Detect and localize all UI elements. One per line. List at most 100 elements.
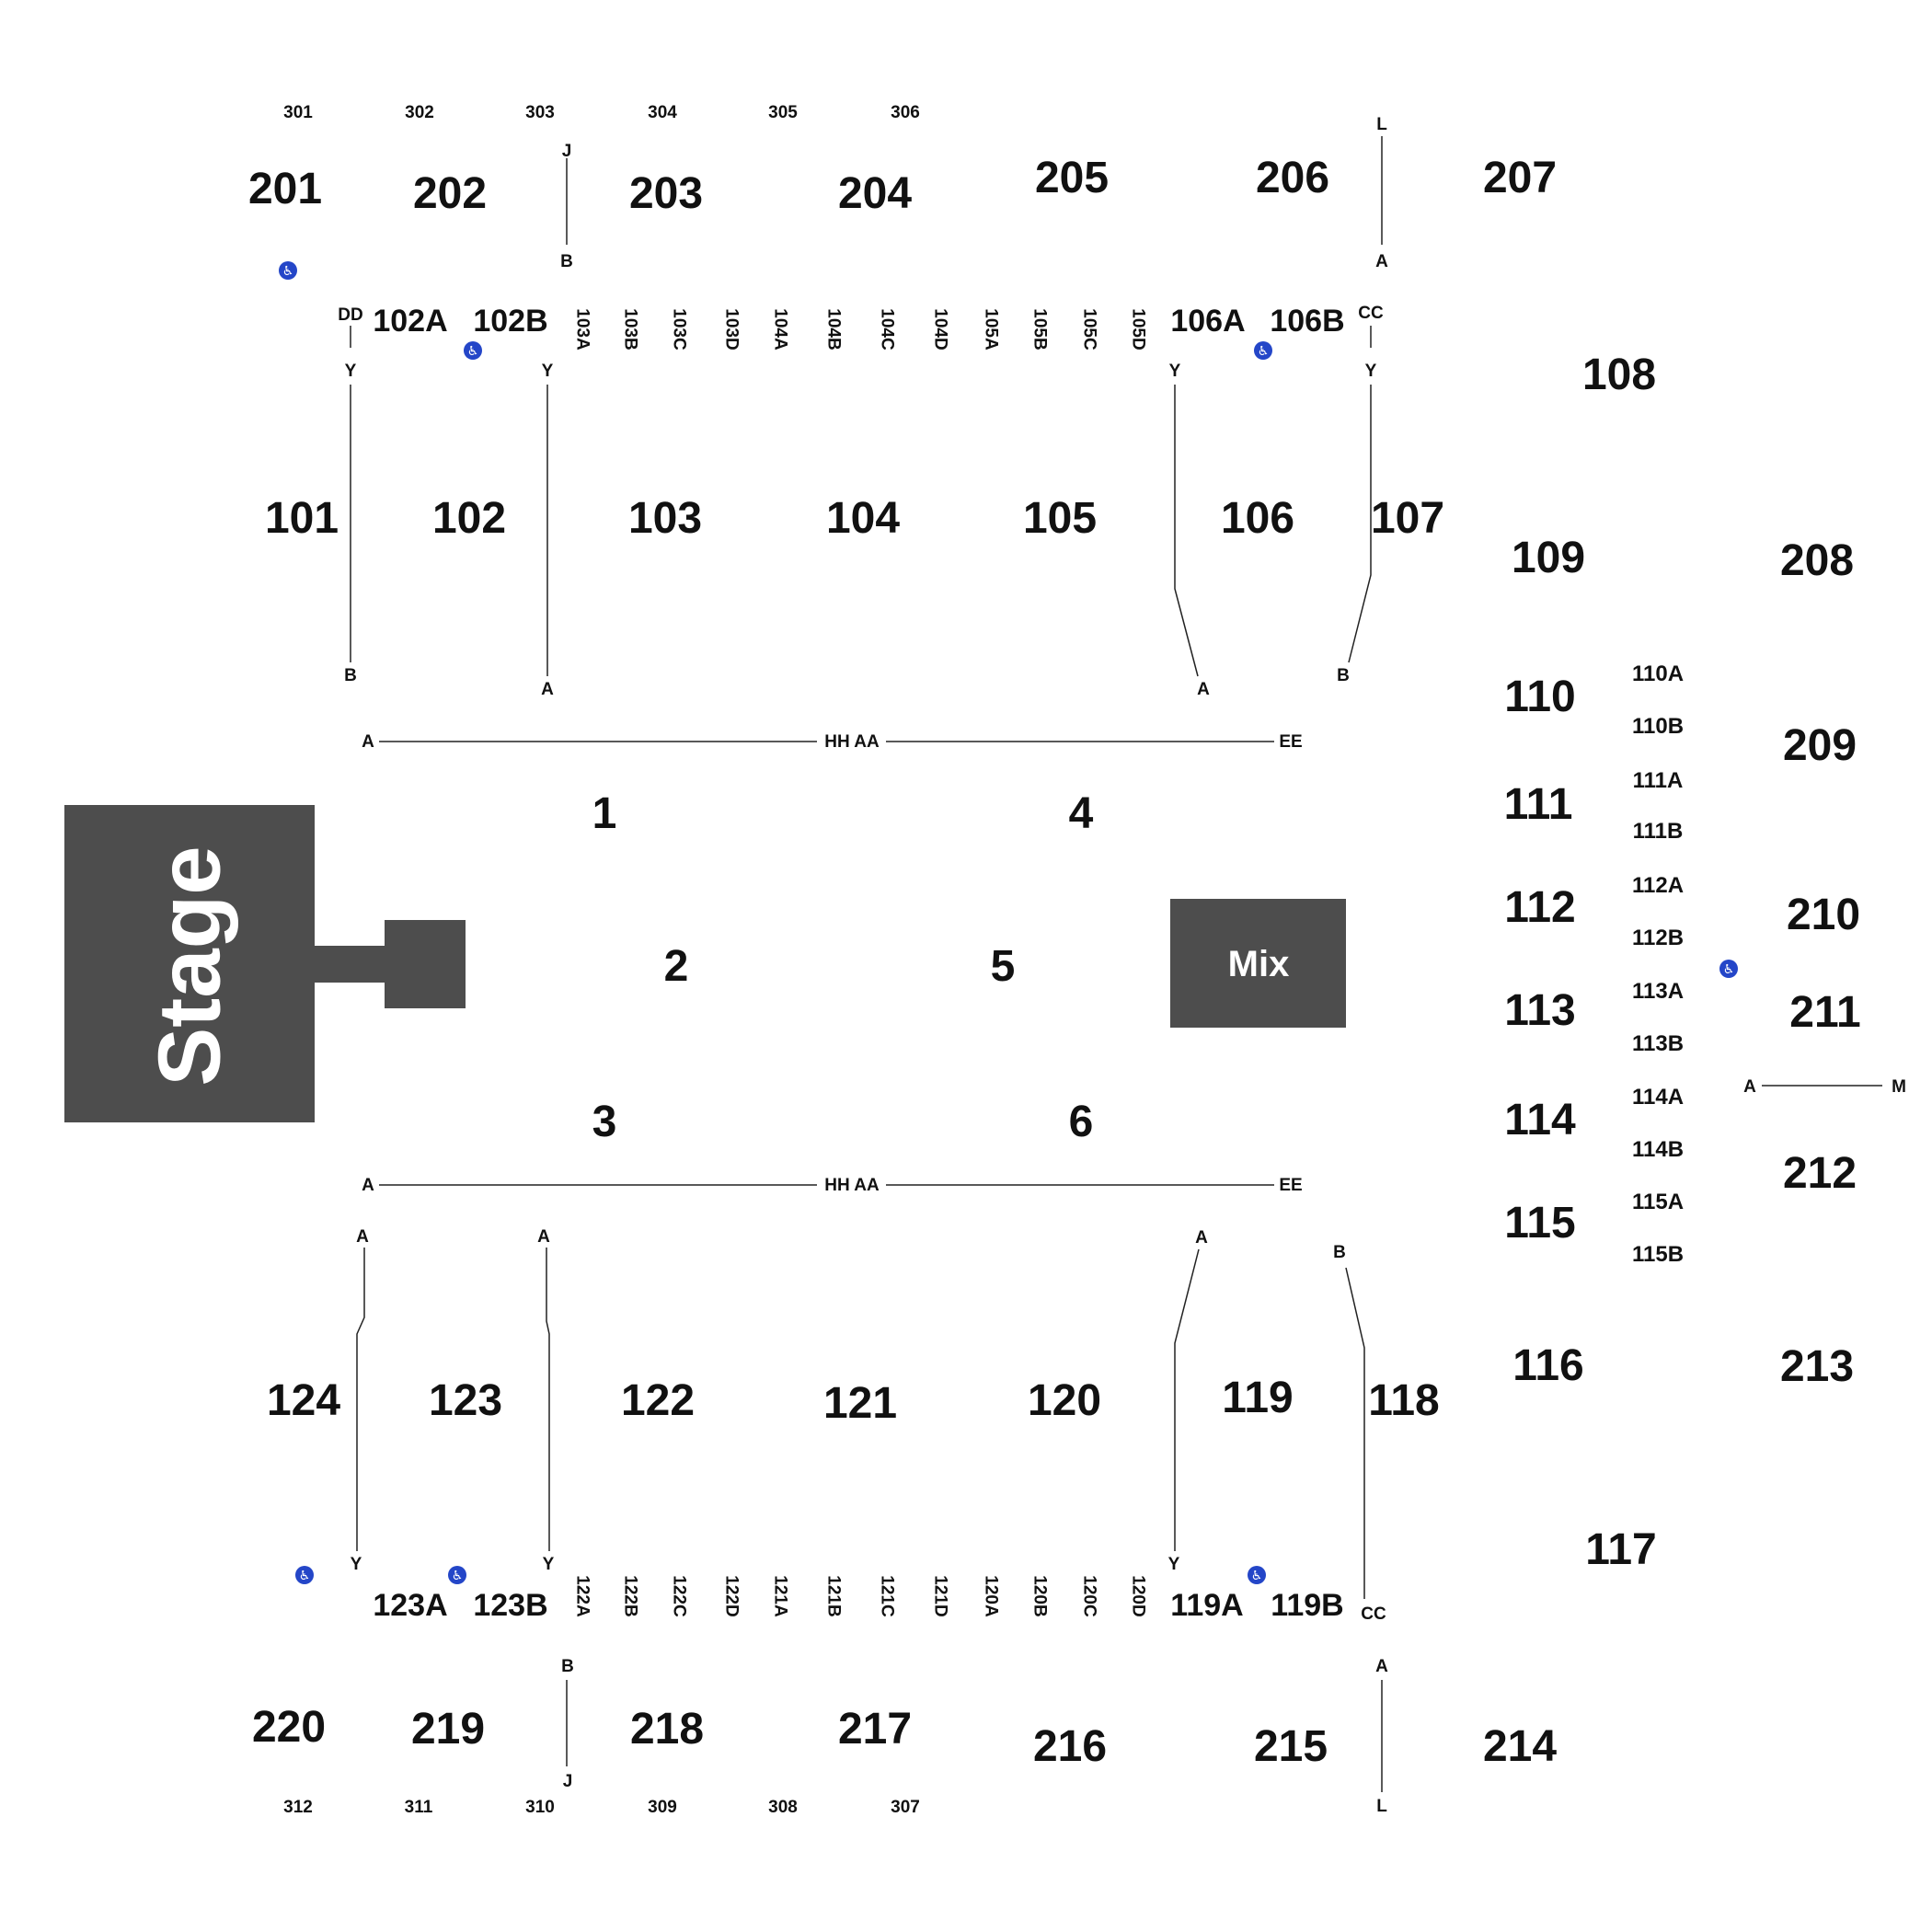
section-203[interactable]: 203 — [629, 169, 703, 218]
section-104c[interactable]: 104C — [878, 308, 897, 351]
section-122c[interactable]: 122C — [670, 1575, 689, 1617]
section-110[interactable]: 110 — [1504, 673, 1575, 721]
section-113a[interactable]: 113A — [1632, 979, 1684, 1004]
section-112a[interactable]: 112A — [1632, 873, 1684, 898]
section-115a[interactable]: 115A — [1632, 1190, 1684, 1214]
section-124[interactable]: 124 — [267, 1376, 340, 1425]
section-102[interactable]: 102 — [432, 494, 506, 543]
section-208[interactable]: 208 — [1780, 536, 1854, 585]
section-207[interactable]: 207 — [1483, 154, 1557, 202]
section-113b[interactable]: 113B — [1632, 1031, 1684, 1056]
section-112[interactable]: 112 — [1504, 883, 1575, 932]
section-121c[interactable]: 121C — [878, 1575, 897, 1617]
section-217[interactable]: 217 — [838, 1705, 912, 1754]
section-105[interactable]: 105 — [1023, 494, 1097, 543]
section-120[interactable]: 120 — [1028, 1376, 1101, 1425]
section-219[interactable]: 219 — [411, 1705, 485, 1754]
section-202[interactable]: 202 — [413, 169, 487, 218]
section-305[interactable]: 305 — [768, 103, 798, 122]
section-123a[interactable]: 123A — [373, 1588, 447, 1623]
section-106b[interactable]: 106B — [1270, 304, 1344, 339]
floor-section-3[interactable]: 3 — [592, 1098, 617, 1146]
section-120a[interactable]: 120A — [982, 1575, 1001, 1617]
section-214[interactable]: 214 — [1483, 1722, 1557, 1771]
section-104d[interactable]: 104D — [931, 308, 950, 350]
section-120d[interactable]: 120D — [1129, 1575, 1148, 1616]
section-308[interactable]: 308 — [768, 1798, 798, 1817]
section-206[interactable]: 206 — [1256, 154, 1329, 202]
section-311[interactable]: 311 — [405, 1798, 433, 1817]
section-120c[interactable]: 120C — [1080, 1575, 1099, 1617]
section-113[interactable]: 113 — [1504, 986, 1575, 1035]
section-209[interactable]: 209 — [1783, 721, 1857, 770]
section-114[interactable]: 114 — [1504, 1096, 1576, 1144]
section-105d[interactable]: 105D — [1129, 308, 1148, 350]
section-302[interactable]: 302 — [405, 103, 434, 122]
section-204[interactable]: 204 — [838, 169, 912, 218]
section-110a[interactable]: 110A — [1632, 661, 1684, 686]
section-105a[interactable]: 105A — [982, 308, 1001, 351]
section-304[interactable]: 304 — [648, 103, 677, 122]
section-205[interactable]: 205 — [1035, 154, 1109, 202]
floor-section-1[interactable]: 1 — [592, 789, 617, 838]
section-309[interactable]: 309 — [648, 1798, 677, 1817]
section-119a[interactable]: 119A — [1170, 1588, 1243, 1623]
section-119b[interactable]: 119B — [1271, 1588, 1343, 1623]
floor-section-4[interactable]: 4 — [1069, 789, 1094, 838]
section-303[interactable]: 303 — [525, 103, 555, 122]
section-107[interactable]: 107 — [1371, 494, 1444, 543]
section-102b[interactable]: 102B — [473, 304, 547, 339]
floor-section-6[interactable]: 6 — [1069, 1098, 1094, 1146]
section-211[interactable]: 211 — [1789, 988, 1860, 1037]
section-123[interactable]: 123 — [429, 1376, 502, 1425]
section-218[interactable]: 218 — [630, 1705, 704, 1754]
section-121[interactable]: 121 — [823, 1379, 897, 1428]
section-213[interactable]: 213 — [1780, 1342, 1854, 1391]
section-106a[interactable]: 106A — [1170, 304, 1245, 339]
section-210[interactable]: 210 — [1787, 891, 1860, 939]
section-103d[interactable]: 103D — [722, 308, 742, 350]
section-103b[interactable]: 103B — [621, 308, 640, 350]
section-216[interactable]: 216 — [1033, 1722, 1107, 1771]
section-111a[interactable]: 111A — [1633, 768, 1684, 793]
section-104[interactable]: 104 — [826, 494, 900, 543]
section-105b[interactable]: 105B — [1030, 308, 1050, 350]
section-122a[interactable]: 122A — [573, 1575, 592, 1617]
floor-section-5[interactable]: 5 — [991, 942, 1016, 991]
section-114a[interactable]: 114A — [1632, 1085, 1684, 1110]
section-106[interactable]: 106 — [1221, 494, 1294, 543]
section-121d[interactable]: 121D — [931, 1575, 950, 1616]
section-220[interactable]: 220 — [252, 1703, 326, 1752]
section-120b[interactable]: 120B — [1030, 1575, 1050, 1616]
section-103[interactable]: 103 — [628, 494, 702, 543]
section-103a[interactable]: 103A — [573, 308, 592, 351]
section-103c[interactable]: 103C — [670, 308, 689, 351]
section-104a[interactable]: 104A — [771, 308, 790, 351]
section-310[interactable]: 310 — [525, 1798, 555, 1817]
section-119[interactable]: 119 — [1222, 1374, 1293, 1422]
section-123b[interactable]: 123B — [473, 1588, 547, 1623]
section-112b[interactable]: 112B — [1632, 926, 1684, 950]
section-114b[interactable]: 114B — [1632, 1137, 1684, 1162]
section-215[interactable]: 215 — [1254, 1722, 1328, 1771]
section-301[interactable]: 301 — [283, 103, 313, 122]
section-109[interactable]: 109 — [1512, 534, 1585, 582]
section-111b[interactable]: 111B — [1633, 819, 1684, 844]
section-101[interactable]: 101 — [265, 494, 339, 543]
section-307[interactable]: 307 — [891, 1798, 920, 1817]
section-108[interactable]: 108 — [1582, 351, 1656, 399]
section-116[interactable]: 116 — [1512, 1341, 1583, 1390]
section-118[interactable]: 118 — [1368, 1376, 1439, 1425]
section-122[interactable]: 122 — [621, 1376, 695, 1425]
section-306[interactable]: 306 — [891, 103, 920, 122]
section-121b[interactable]: 121B — [824, 1575, 844, 1616]
section-201[interactable]: 201 — [248, 165, 322, 213]
section-122d[interactable]: 122D — [722, 1575, 742, 1616]
section-312[interactable]: 312 — [283, 1798, 313, 1817]
section-115[interactable]: 115 — [1504, 1199, 1575, 1248]
section-105c[interactable]: 105C — [1080, 308, 1099, 351]
section-121a[interactable]: 121A — [771, 1575, 790, 1617]
section-115b[interactable]: 115B — [1632, 1242, 1684, 1267]
section-104b[interactable]: 104B — [824, 308, 844, 350]
section-117[interactable]: 117 — [1585, 1525, 1656, 1574]
